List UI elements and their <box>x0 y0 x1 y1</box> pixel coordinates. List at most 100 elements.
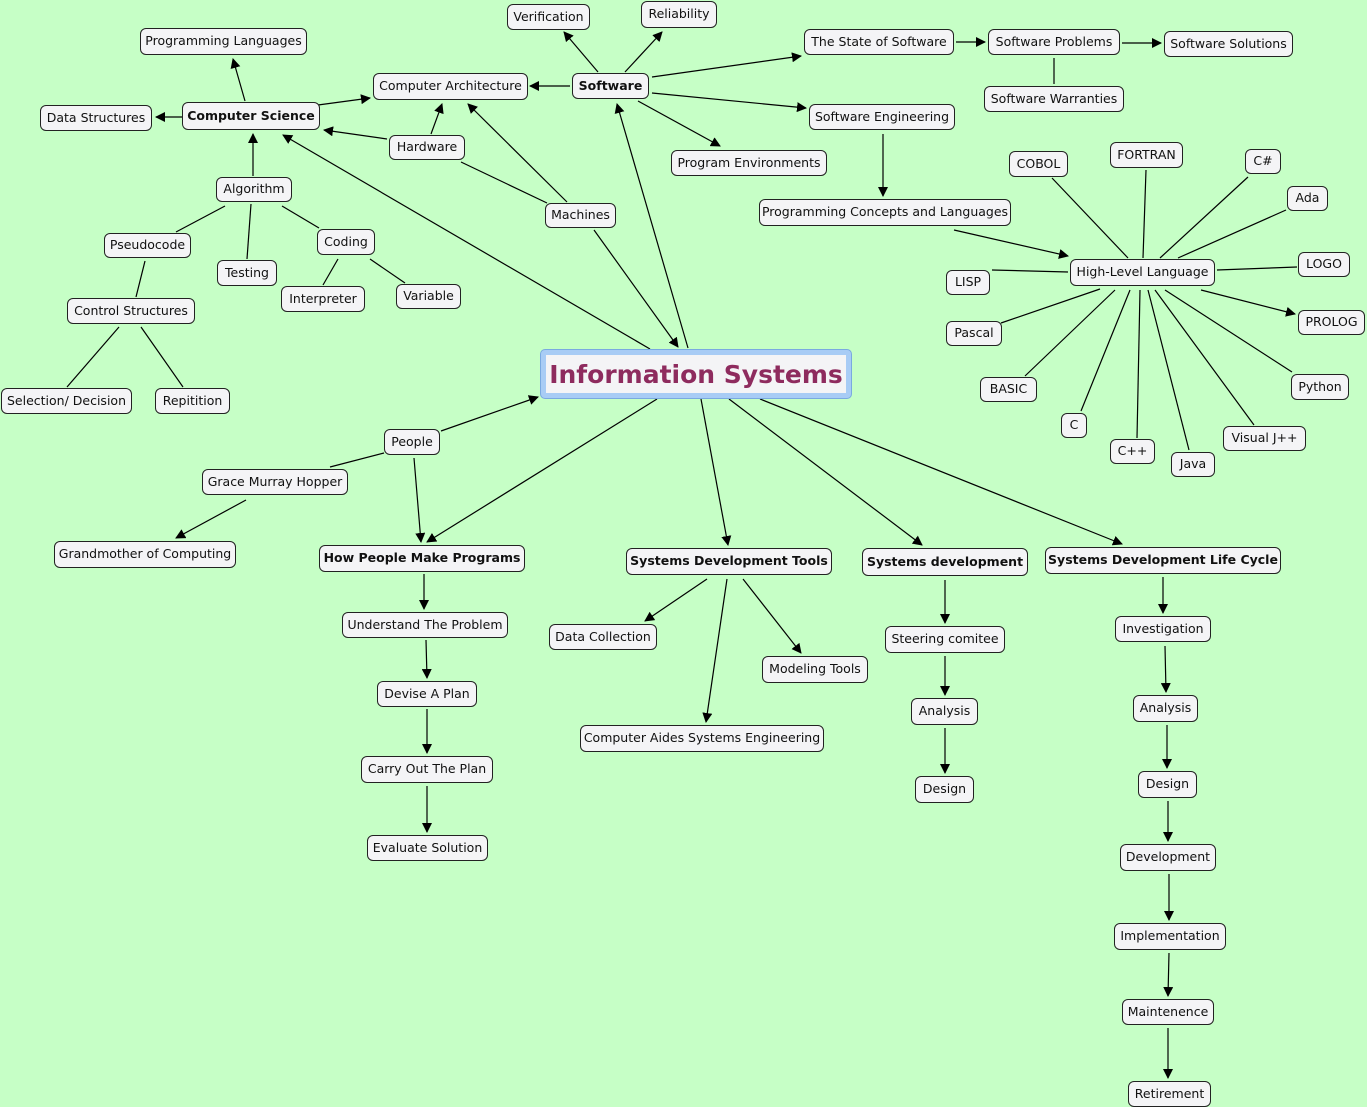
node-visual-jpp[interactable]: Visual J++ <box>1223 426 1306 451</box>
connector-line <box>644 578 708 622</box>
node-pseudocode[interactable]: Pseudocode <box>104 233 191 258</box>
node-case[interactable]: Computer Aides Systems Engineering <box>580 725 824 752</box>
node-state-of-software[interactable]: The State of Software <box>804 29 954 55</box>
node-selection-decision[interactable]: Selection/ Decision <box>1 388 132 414</box>
node-carry-out-plan[interactable]: Carry Out The Plan <box>361 756 493 783</box>
connector-line <box>651 92 807 113</box>
node-python[interactable]: Python <box>1291 374 1349 400</box>
node-variable[interactable]: Variable <box>396 284 461 309</box>
node-basic[interactable]: BASIC <box>980 377 1037 402</box>
node-c[interactable]: C <box>1061 413 1087 438</box>
node-reliability[interactable]: Reliability <box>641 1 717 28</box>
node-csharp[interactable]: C# <box>1245 149 1281 174</box>
node-programming-languages[interactable]: Programming Languages <box>140 28 307 55</box>
connector-line <box>742 578 802 654</box>
node-analysis-sd[interactable]: Analysis <box>911 698 978 725</box>
node-steering-comitee[interactable]: Steering comitee <box>885 626 1005 653</box>
node-verification[interactable]: Verification <box>507 4 590 30</box>
node-modeling-tools[interactable]: Modeling Tools <box>762 656 868 683</box>
node-interpreter[interactable]: Interpreter <box>281 286 365 312</box>
root-node[interactable]: Information Systems <box>541 350 851 398</box>
connector-line <box>1154 289 1255 426</box>
node-hardware[interactable]: Hardware <box>389 135 465 160</box>
connector-line <box>1159 176 1249 259</box>
node-data-structures[interactable]: Data Structures <box>40 105 152 131</box>
node-cpp[interactable]: C++ <box>1110 439 1155 464</box>
connector-line <box>759 398 1123 546</box>
connector-line <box>1163 952 1174 997</box>
node-implementation[interactable]: Implementation <box>1114 923 1226 950</box>
connector-line <box>323 126 388 140</box>
node-design-sd[interactable]: Design <box>915 776 974 803</box>
node-understand-problem[interactable]: Understand The Problem <box>342 612 508 638</box>
node-java[interactable]: Java <box>1171 452 1215 477</box>
connector-line <box>953 229 1069 259</box>
node-grandmother[interactable]: Grandmother of Computing <box>54 541 236 568</box>
connector-line <box>322 258 339 286</box>
node-design-sdlc[interactable]: Design <box>1138 771 1197 798</box>
connector-line <box>563 31 599 73</box>
connector-line <box>991 269 1069 273</box>
connector-line <box>1164 289 1293 373</box>
connector-line <box>246 203 252 260</box>
node-logo[interactable]: LOGO <box>1298 252 1350 277</box>
connector-line <box>1000 288 1101 324</box>
node-grace-hopper[interactable]: Grace Murray Hopper <box>202 469 348 495</box>
connector-line <box>230 58 246 102</box>
node-program-environments[interactable]: Program Environments <box>671 150 827 176</box>
node-investigation[interactable]: Investigation <box>1115 616 1211 642</box>
node-software-engineering[interactable]: Software Engineering <box>809 104 955 130</box>
connector-line <box>702 578 728 723</box>
node-testing[interactable]: Testing <box>217 260 277 286</box>
node-systems-development[interactable]: Systems development <box>862 548 1028 576</box>
node-people[interactable]: People <box>384 429 440 455</box>
node-maintenence[interactable]: Maintenence <box>1122 999 1214 1025</box>
node-lisp[interactable]: LISP <box>946 270 990 295</box>
connector-line <box>1080 289 1131 412</box>
connector-line <box>140 326 184 388</box>
node-coding[interactable]: Coding <box>317 229 375 255</box>
node-analysis-sdlc[interactable]: Analysis <box>1133 695 1198 722</box>
node-sdlc[interactable]: Systems Development Life Cycle <box>1045 547 1281 574</box>
connector-line <box>135 260 146 298</box>
node-computer-architecture[interactable]: Computer Architecture <box>373 73 528 100</box>
node-repitition[interactable]: Repitition <box>155 388 230 414</box>
connector-line <box>440 395 539 432</box>
node-data-collection[interactable]: Data Collection <box>549 624 657 650</box>
node-development[interactable]: Development <box>1120 844 1216 871</box>
connector-line <box>369 258 406 284</box>
connector-line <box>282 134 651 350</box>
node-prolog[interactable]: PROLOG <box>1298 310 1365 335</box>
node-retirement[interactable]: Retirement <box>1128 1081 1211 1107</box>
node-software-warranties[interactable]: Software Warranties <box>984 86 1124 112</box>
node-high-level-language[interactable]: High-Level Language <box>1070 259 1215 286</box>
node-ada[interactable]: Ada <box>1287 186 1328 211</box>
node-control-structures[interactable]: Control Structures <box>67 298 195 324</box>
node-sys-dev-tools[interactable]: Systems Development Tools <box>626 548 832 575</box>
node-fortran[interactable]: FORTRAN <box>1110 142 1183 168</box>
node-pascal[interactable]: Pascal <box>946 321 1002 346</box>
node-algorithm[interactable]: Algorithm <box>216 177 292 202</box>
node-evaluate-solution[interactable]: Evaluate Solution <box>367 835 488 861</box>
connector-line <box>467 103 568 203</box>
connector-line <box>460 161 548 204</box>
node-how-people-make-programs[interactable]: How People Make Programs <box>319 545 525 572</box>
connector-line <box>1160 645 1171 693</box>
connector-line <box>1216 266 1298 271</box>
node-cobol[interactable]: COBOL <box>1009 151 1068 177</box>
node-computer-science[interactable]: Computer Science <box>182 102 320 130</box>
connector-line <box>66 326 120 388</box>
node-machines[interactable]: Machines <box>545 203 616 228</box>
connector-line <box>1136 289 1141 439</box>
connector-line <box>624 31 663 73</box>
connector-line <box>1051 177 1129 259</box>
connector-line <box>281 205 320 229</box>
node-devise-plan[interactable]: Devise A Plan <box>377 681 477 707</box>
connector-line <box>175 499 247 539</box>
node-software-problems[interactable]: Software Problems <box>988 29 1120 55</box>
connector-line <box>329 452 385 468</box>
node-software-solutions[interactable]: Software Solutions <box>1164 31 1293 57</box>
node-programming-concepts[interactable]: Programming Concepts and Languages <box>759 199 1011 226</box>
connector-line <box>175 205 226 233</box>
node-software[interactable]: Software <box>572 73 649 99</box>
